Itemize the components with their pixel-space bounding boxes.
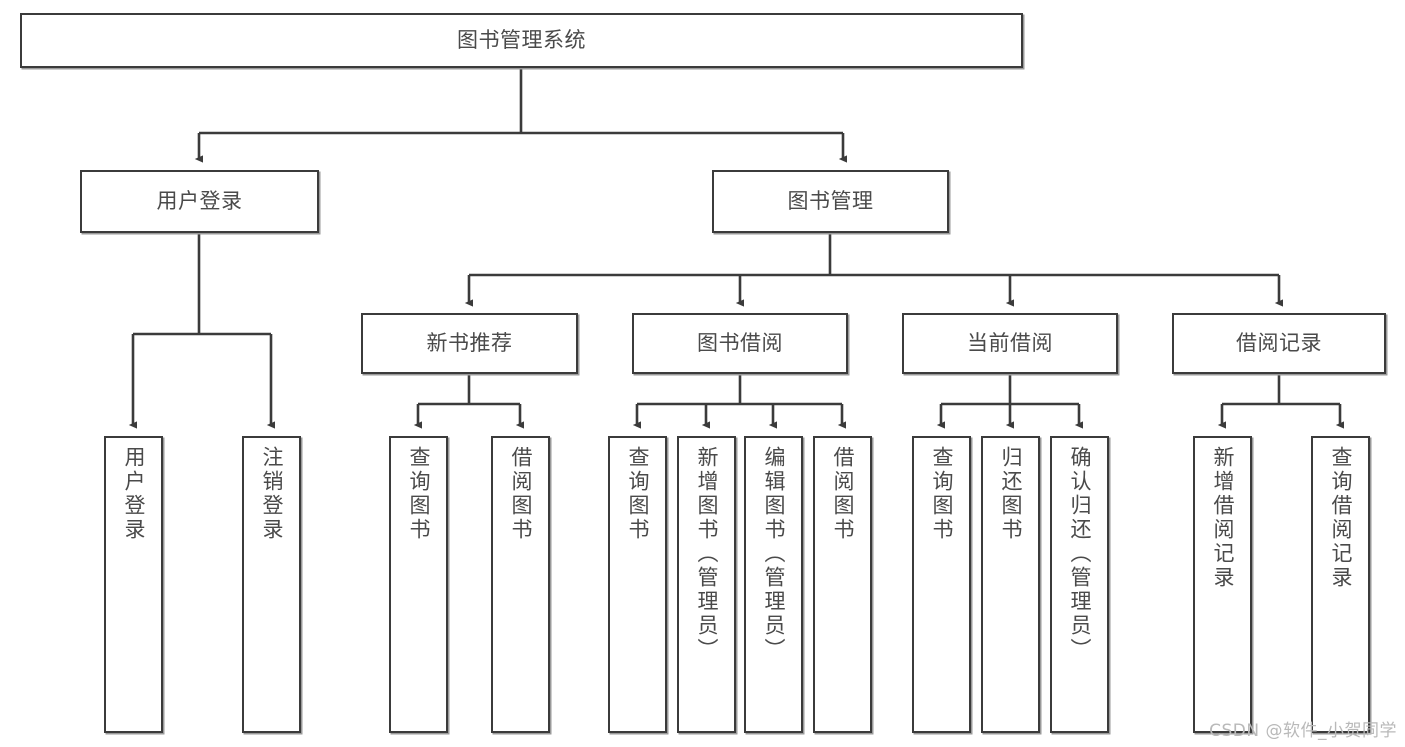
node-label: 新增借阅记录 <box>1211 446 1236 590</box>
node-label: 新书推荐 <box>426 331 513 356</box>
node-user-login[interactable]: 用户登录 <box>80 170 319 233</box>
leaf-borrow-borrow-book[interactable]: 借阅图书 <box>813 436 872 733</box>
node-root-system[interactable]: 图书管理系统 <box>20 13 1023 68</box>
leaf-current-query-book[interactable]: 查询图书 <box>912 436 971 733</box>
node-label: 新增图书（管理员） <box>695 446 720 662</box>
node-label: 借阅图书 <box>831 446 856 542</box>
node-label: 归还图书 <box>999 446 1024 542</box>
leaf-user-login-logout[interactable]: 注销登录 <box>242 436 301 733</box>
node-label: 借阅记录 <box>1236 331 1322 356</box>
leaf-borrow-query-book[interactable]: 查询图书 <box>608 436 667 733</box>
node-label: 注销登录 <box>260 446 285 542</box>
leaf-borrow-edit-book-admin[interactable]: 编辑图书（管理员） <box>744 436 803 733</box>
node-label: 图书管理 <box>787 189 874 214</box>
node-label: 查询借阅记录 <box>1329 446 1354 590</box>
node-current-borrow[interactable]: 当前借阅 <box>902 313 1118 374</box>
node-label: 查询图书 <box>626 446 651 542</box>
node-label: 图书借阅 <box>697 331 783 356</box>
node-label: 用户登录 <box>156 189 243 214</box>
csdn-watermark: CSDN @软件_小贺同学 <box>1209 721 1397 741</box>
node-label: 确认归还（管理员） <box>1068 446 1093 662</box>
node-borrow-record[interactable]: 借阅记录 <box>1172 313 1386 374</box>
leaf-record-add-record[interactable]: 新增借阅记录 <box>1193 436 1252 733</box>
node-label: 编辑图书（管理员） <box>762 446 787 662</box>
node-label: 借阅图书 <box>509 446 534 542</box>
leaf-recommend-query-book[interactable]: 查询图书 <box>389 436 448 733</box>
leaf-record-query-record[interactable]: 查询借阅记录 <box>1311 436 1370 733</box>
leaf-recommend-borrow-book[interactable]: 借阅图书 <box>491 436 550 733</box>
node-label: 查询图书 <box>407 446 432 542</box>
node-new-book-recommend[interactable]: 新书推荐 <box>361 313 578 374</box>
node-book-borrow[interactable]: 图书借阅 <box>632 313 848 374</box>
leaf-current-confirm-return-admin[interactable]: 确认归还（管理员） <box>1050 436 1109 733</box>
node-book-management[interactable]: 图书管理 <box>712 170 949 233</box>
leaf-user-login-login[interactable]: 用户登录 <box>104 436 163 733</box>
node-label: 当前借阅 <box>967 331 1053 356</box>
node-label: 图书管理系统 <box>457 28 586 53</box>
node-label: 查询图书 <box>930 446 955 542</box>
node-label: 用户登录 <box>122 446 147 542</box>
leaf-current-return-book[interactable]: 归还图书 <box>981 436 1040 733</box>
leaf-borrow-add-book-admin[interactable]: 新增图书（管理员） <box>677 436 736 733</box>
